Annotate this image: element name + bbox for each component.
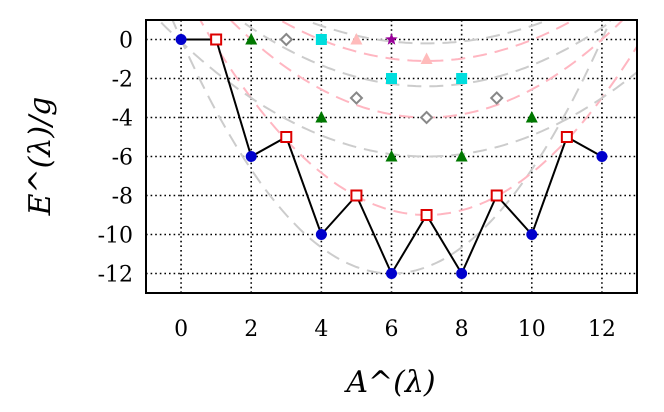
data-point-open-diamond (279, 32, 294, 47)
y-tick-label: 0 (119, 29, 133, 54)
data-point-open-square (420, 209, 433, 221)
data-point-triangle (245, 33, 258, 45)
x-tick-label: 6 (385, 317, 399, 342)
data-point-open-square (280, 131, 293, 143)
plot-frame (145, 19, 638, 294)
x-tick-label: 8 (455, 317, 469, 342)
x-tick-labels: 0 2 4 6 8 10 12 (174, 317, 616, 342)
data-point-square (315, 34, 327, 45)
y-tick-label: -12 (98, 263, 133, 288)
data-point-circle (175, 34, 187, 45)
data-point-square (386, 73, 397, 84)
data-point-open-diamond (419, 110, 434, 125)
y-tick-label: -8 (112, 185, 133, 210)
x-tick-label: 4 (314, 317, 328, 342)
data-point-triangle (385, 150, 398, 162)
data-point-triangle (525, 111, 538, 123)
y-tick-label: -4 (112, 107, 133, 132)
y-tick-label: -10 (98, 224, 133, 249)
x-tick-label: 2 (244, 317, 258, 342)
data-point-triangle (420, 52, 433, 64)
data-point-circle (596, 151, 608, 162)
data-point-open-square (490, 189, 503, 202)
x-tick-label: 0 (174, 317, 188, 342)
data-point-open-diamond (489, 91, 504, 105)
data-point-circle (456, 268, 468, 279)
data-point-triangle (315, 111, 328, 123)
data-point-open-square (350, 189, 363, 202)
data-point-triangle (350, 33, 363, 45)
data-point-star (385, 33, 398, 45)
data-point-square (456, 73, 468, 84)
data-point-open-square (210, 33, 223, 46)
data-point-circle (526, 229, 538, 240)
y-tick-labels: 0 -2 -4 -6 -8 -10 -12 (98, 29, 133, 288)
data-point-triangle (455, 150, 468, 162)
x-axis-label: A^(λ) (343, 365, 435, 400)
data-markers (175, 32, 608, 279)
data-point-circle (245, 151, 257, 162)
parabola-curve-3 (229, 20, 625, 119)
parabola-curve-5 (277, 20, 576, 63)
y-axis-label: E^(λ)/g (23, 97, 58, 217)
data-point-open-diamond (349, 91, 364, 105)
data-point-open-square (560, 131, 573, 143)
y-tick-label: -6 (112, 146, 133, 171)
y-tick-label: -2 (112, 68, 133, 93)
data-point-circle (315, 229, 327, 240)
data-point-circle (386, 268, 397, 279)
parabola-curve-1 (199, 20, 637, 216)
x-tick-label: 12 (588, 317, 616, 342)
x-tick-label: 10 (518, 317, 546, 342)
